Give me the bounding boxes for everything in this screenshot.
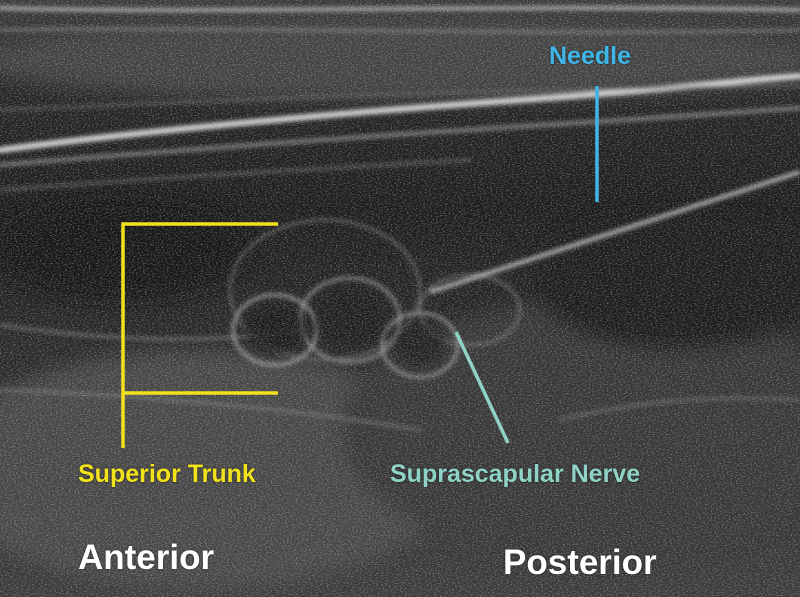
superior-trunk-label: Superior Trunk bbox=[78, 460, 256, 488]
suprascapular-nerve-label: Suprascapular Nerve bbox=[390, 460, 641, 488]
suprascapular-nerve-pointer bbox=[454, 331, 510, 444]
anterior-label: Anterior bbox=[78, 538, 215, 577]
needle-label: Needle bbox=[549, 42, 631, 70]
superior-trunk-bracket bbox=[121, 222, 278, 448]
posterior-label: Posterior bbox=[503, 543, 657, 582]
